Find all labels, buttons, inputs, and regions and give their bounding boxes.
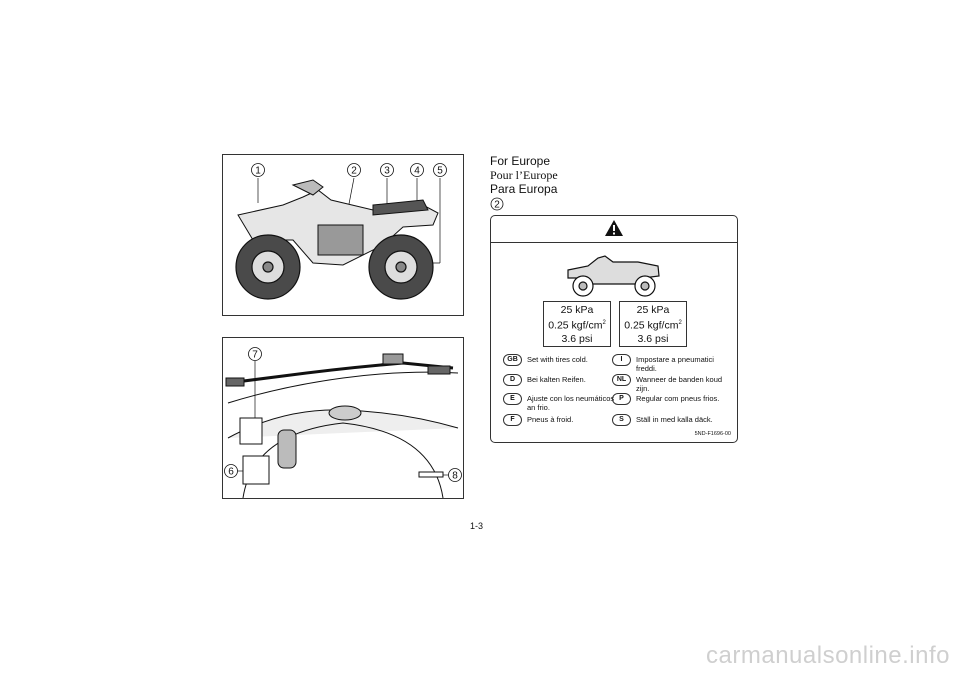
language-code-se: S: [612, 414, 631, 426]
language-text-es: Ajuste con los neumáticos an frio.: [527, 394, 615, 412]
tire-pressure-warning-label: 25 kPa 0.25 kgf/cm2 3.6 psi 25 kPa 0.25 …: [490, 215, 738, 443]
front-pressure-psi: 3.6 psi: [561, 332, 593, 345]
callout-2: 2: [351, 166, 357, 177]
warning-header-bar: [491, 216, 737, 243]
page-number: 1-3: [470, 521, 484, 531]
callout-7: 7: [252, 350, 258, 361]
language-code-it: I: [612, 354, 631, 366]
language-code-es: E: [503, 393, 522, 405]
rear-pressure-psi: 3.6 psi: [637, 332, 669, 345]
rear-pressure-kgf: 0.25 kgf/cm2: [620, 317, 686, 333]
rear-kgf-exponent: 2: [678, 320, 682, 326]
language-text-gb: Set with tires cold.: [527, 355, 588, 364]
rear-tire-pressure-box: 25 kPa 0.25 kgf/cm2 3.6 psi: [619, 301, 687, 347]
front-tire-pressure-box: 25 kPa 0.25 kgf/cm2 3.6 psi: [543, 301, 611, 347]
language-code-fr: F: [503, 414, 522, 426]
language-code-gb: GB: [503, 354, 522, 366]
language-text-fr: Pneus à froid.: [527, 415, 574, 424]
atv-side-view-figure: 1 2 3 4 5: [222, 154, 464, 316]
heading-english: For Europe: [490, 154, 551, 168]
language-text-de: Bei kalten Reifen.: [527, 375, 586, 384]
language-code-pt: P: [612, 393, 631, 405]
heading-spanish: Para Europa: [490, 182, 558, 196]
callout-3: 3: [384, 166, 390, 177]
label-part-number: 5ND-F1696-00: [694, 431, 731, 437]
front-kgf-exponent: 2: [602, 320, 606, 326]
warning-triangle-icon: [605, 220, 623, 236]
language-text-pt: Regular com pneus frios.: [636, 394, 720, 403]
label-ref-number: 2: [494, 200, 500, 211]
language-code-de: D: [503, 374, 522, 386]
language-text-nl: Wanneer de banden koud zijn.: [636, 375, 723, 393]
front-pressure-kpa: 25 kPa: [560, 304, 594, 316]
handlebar-tank-illustration: 7 6 8: [224, 347, 462, 498]
rear-pressure-kpa: 25 kPa: [636, 304, 670, 316]
heading-french: Pour l’Europe: [490, 168, 558, 182]
atv-silhouette-icon: [567, 255, 660, 297]
callout-8: 8: [452, 471, 458, 482]
callout-4: 4: [414, 166, 420, 177]
handlebar-tank-figure: 7 6 8: [222, 337, 464, 499]
callout-5: 5: [437, 166, 443, 177]
front-pressure-kgf: 0.25 kgf/cm2: [544, 317, 610, 333]
language-text-se: Ställ in med kalla däck.: [636, 415, 713, 424]
language-code-nl: NL: [612, 374, 631, 386]
atv-side-illustration: 1 2 3 4 5: [235, 163, 447, 300]
callout-1: 1: [255, 166, 261, 177]
callout-6: 6: [228, 467, 234, 478]
language-text-it: Impostare a pneumatici freddi.: [636, 355, 714, 373]
watermark: carmanualsonline.info: [706, 642, 950, 669]
label-reference-callout: 2: [490, 197, 504, 211]
rear-kgf-value: 0.25 kgf/cm: [624, 319, 679, 332]
front-kgf-value: 0.25 kgf/cm: [548, 319, 603, 332]
